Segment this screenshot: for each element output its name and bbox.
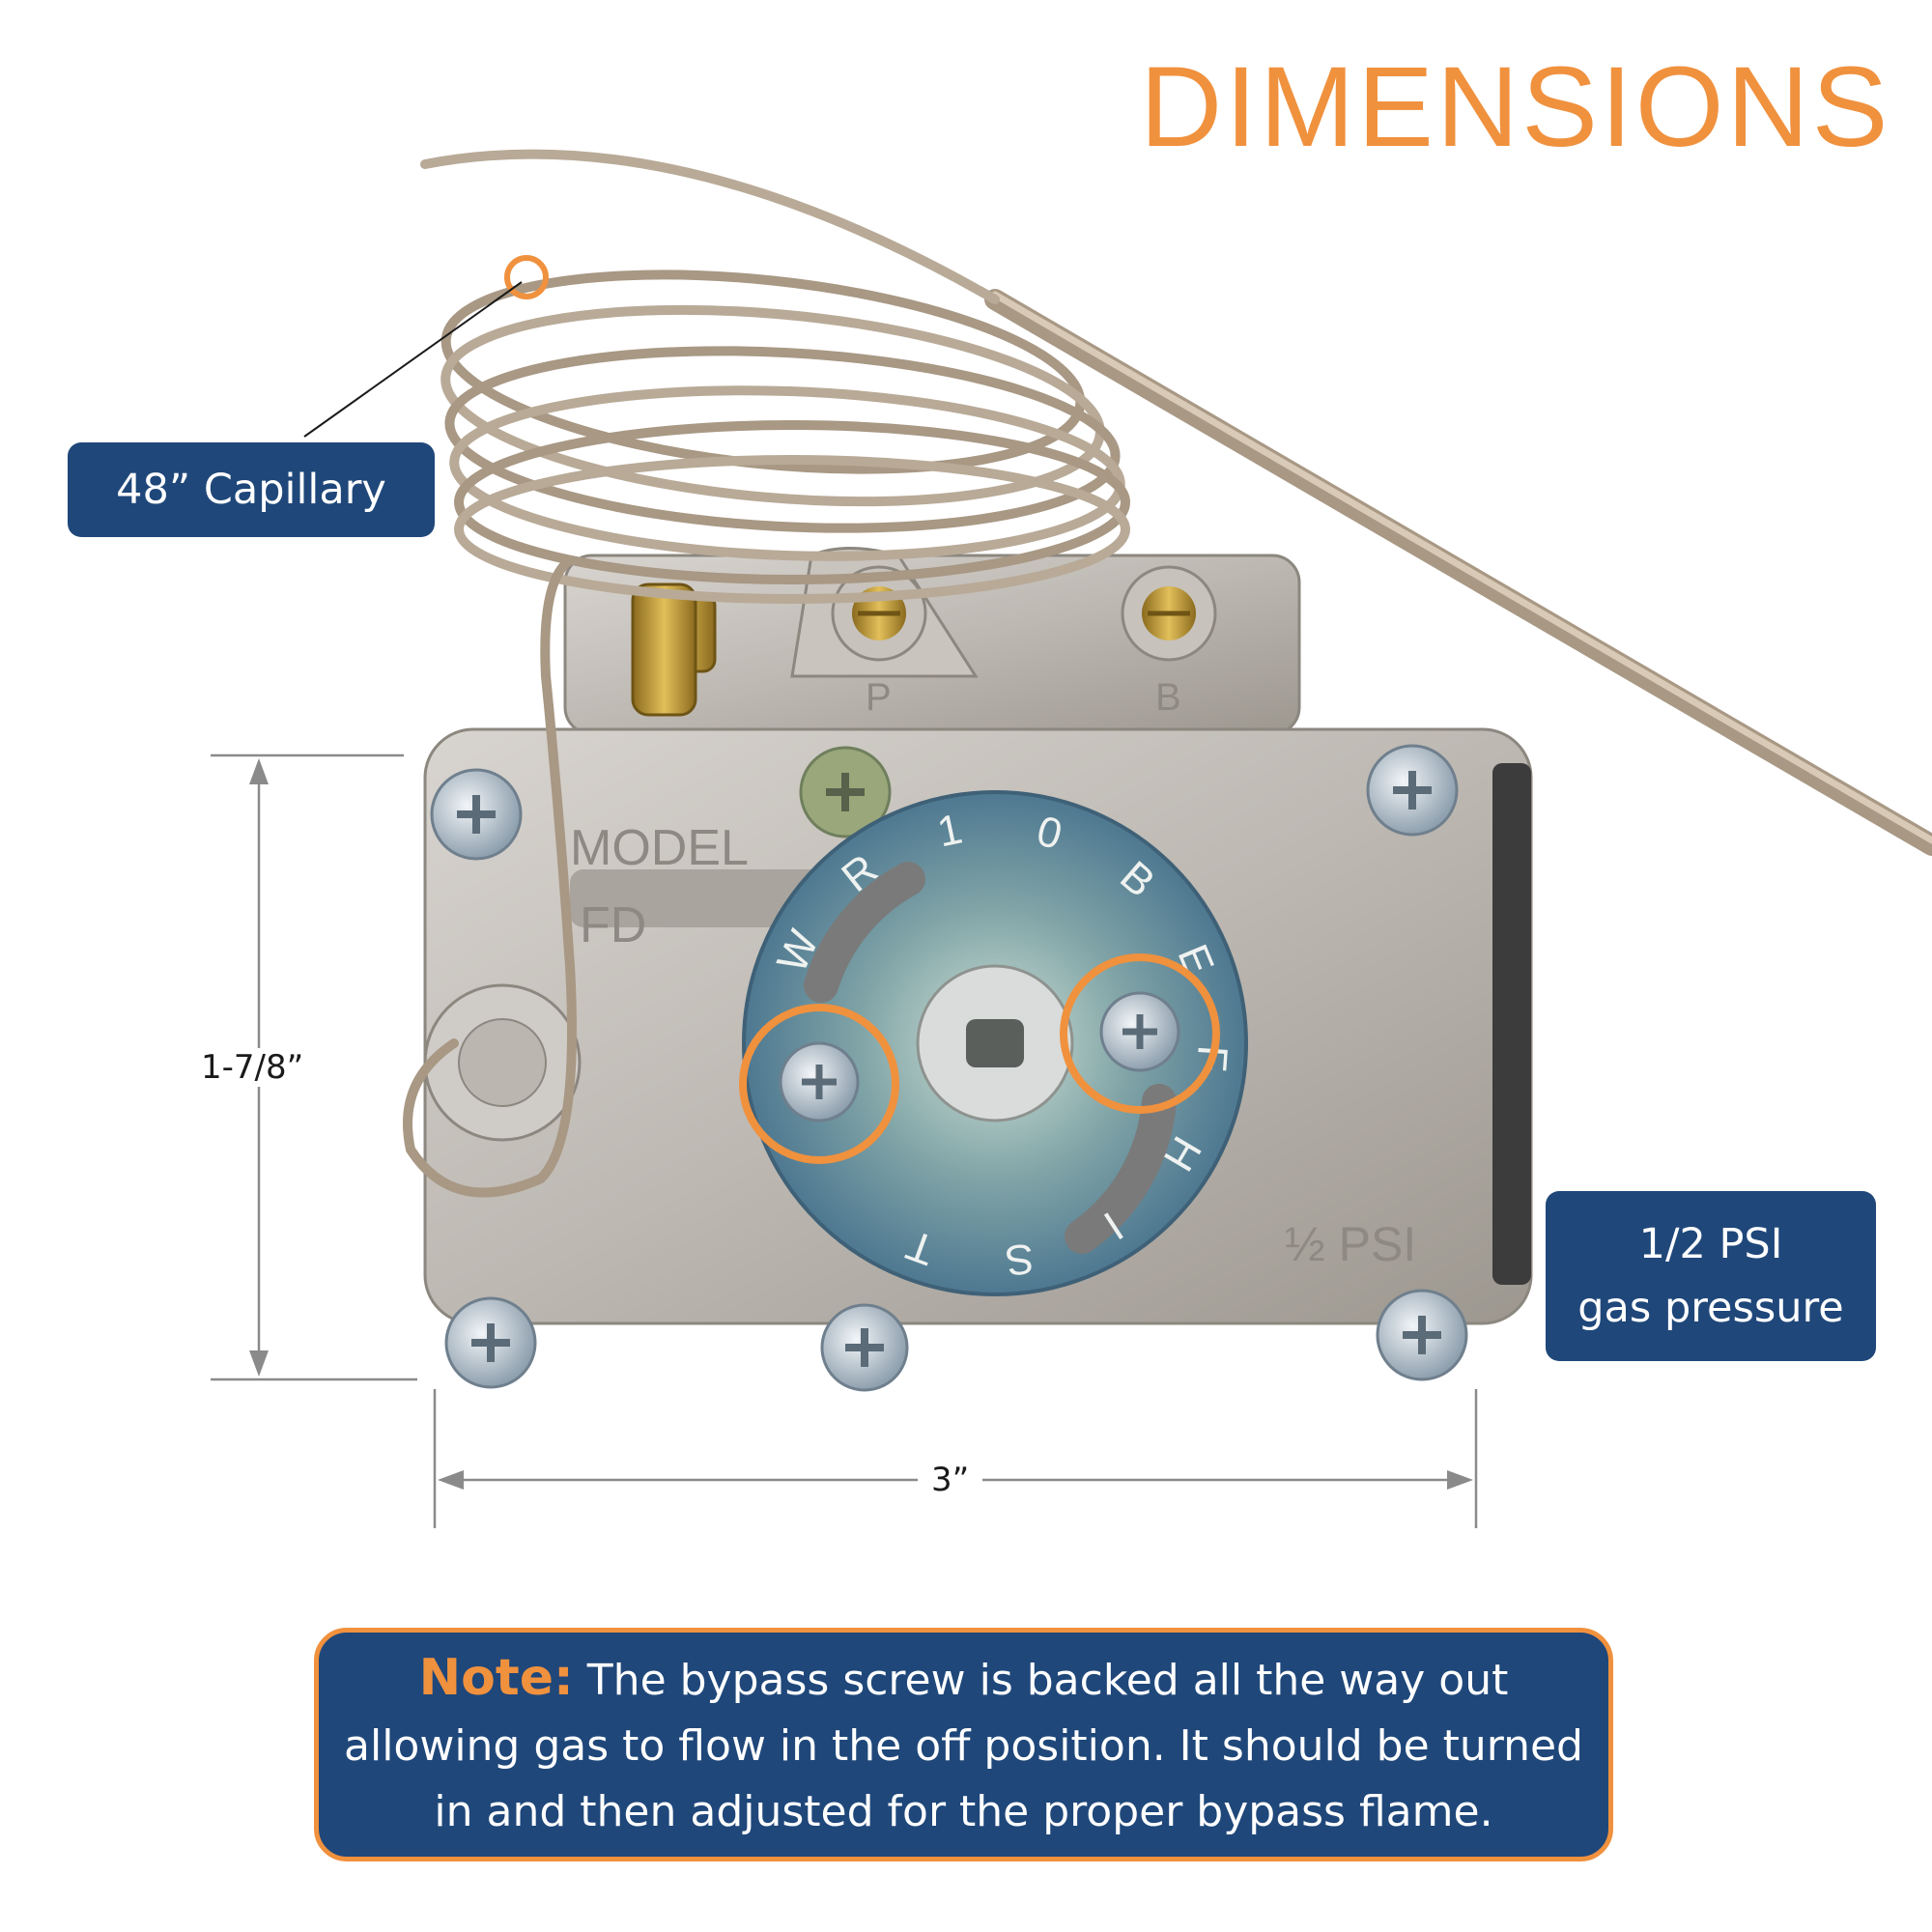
capillary-coil xyxy=(403,149,1130,1198)
brass-fitting xyxy=(631,582,697,717)
body-embossed-fd: FD xyxy=(580,897,646,953)
note-text: The bypass screw is backed all the way o… xyxy=(344,1655,1583,1836)
height-dimension-label: 1-7/8” xyxy=(201,1048,304,1087)
highlight-circles xyxy=(504,255,1220,1164)
capillary-leader-line xyxy=(303,281,523,438)
gas-pressure-line1: 1/2 PSI xyxy=(1638,1220,1783,1268)
body-embossed-model: MODEL xyxy=(570,820,749,876)
note-label: Note: xyxy=(418,1648,574,1707)
capillary-probe xyxy=(984,289,1932,856)
gas-pressure-line2: gas pressure xyxy=(1577,1284,1844,1332)
body-port-b: B xyxy=(1155,676,1181,719)
bypass-screw-highlight-circle xyxy=(739,1004,899,1164)
width-dimension-line xyxy=(433,1389,1478,1528)
width-dimension-label: 3” xyxy=(918,1461,983,1499)
corner-screws xyxy=(430,744,1468,1392)
dial-letter: S xyxy=(1003,1234,1037,1284)
adjust-screw-highlight-circle xyxy=(1060,953,1220,1114)
body-embossed-psi: ½ PSI xyxy=(1285,1217,1416,1271)
capillary-highlight-circle xyxy=(504,255,549,299)
page-title: DIMENSIONS xyxy=(1140,43,1891,171)
bypass-note-content: Note: The bypass screw is backed all the… xyxy=(338,1645,1589,1845)
bypass-note: Note: The bypass screw is backed all the… xyxy=(314,1628,1613,1861)
body-port-p: P xyxy=(866,676,892,719)
gas-pressure-callout: 1/2 PSI gas pressure xyxy=(1546,1191,1876,1361)
capillary-callout: 48” Capillary xyxy=(68,442,435,537)
